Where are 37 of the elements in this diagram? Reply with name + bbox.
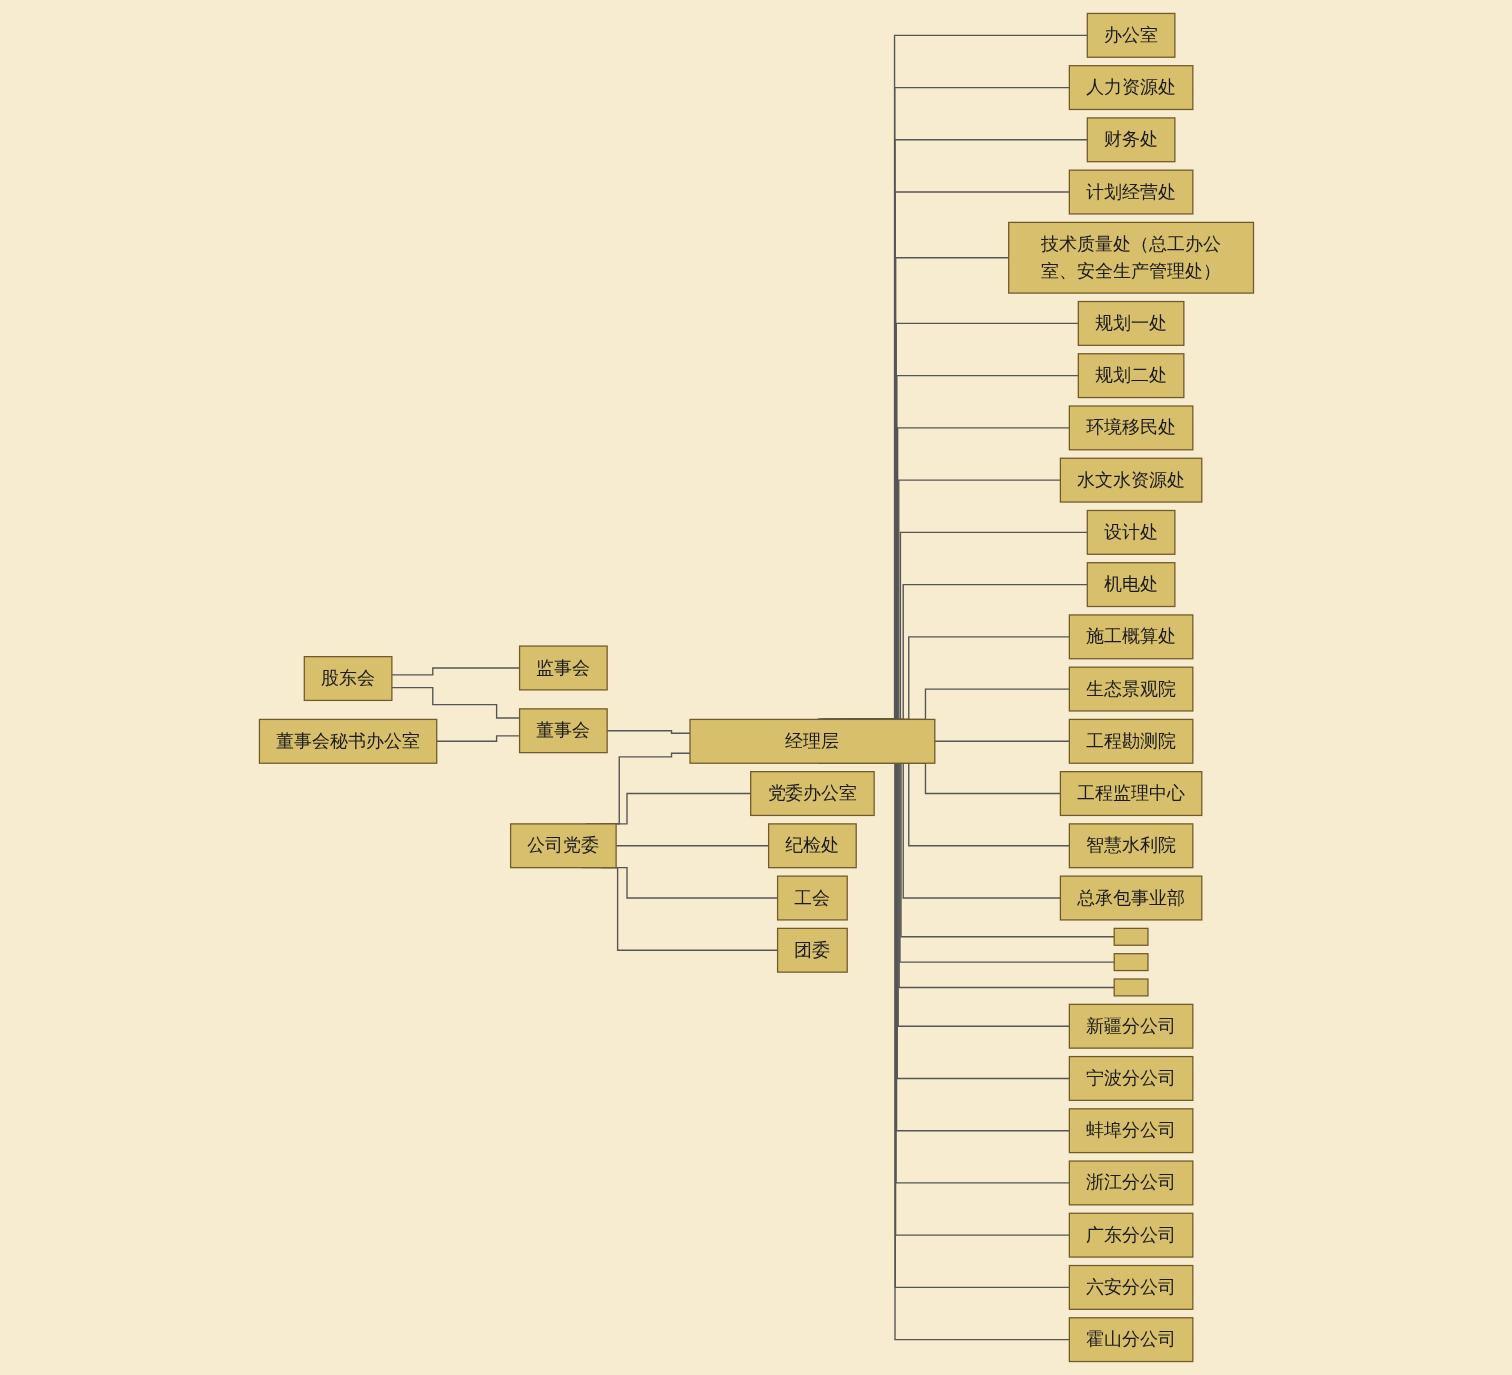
node-box: 新疆分公司 [1068, 1003, 1193, 1049]
node-box: 人力资源处 [1068, 65, 1193, 111]
node-box: 规划二处 [1077, 353, 1184, 399]
node-box: 设计处 [1086, 509, 1176, 555]
node-box: 经理层 [688, 718, 935, 764]
node-box: 环境移民处 [1068, 405, 1193, 451]
node-box: 机电处 [1086, 562, 1176, 608]
node-box: 董事会秘书办公室 [258, 718, 437, 764]
node-box: 监事会 [518, 645, 608, 691]
node-box: 计划经营处 [1068, 169, 1193, 215]
node-box: 党委办公室 [749, 771, 875, 817]
node-box [1113, 978, 1149, 997]
node-box: 规划一处 [1077, 300, 1184, 346]
node-box: 生态景观院 [1068, 666, 1193, 712]
node-box: 施工概算处 [1068, 614, 1193, 660]
node-box [1113, 953, 1149, 972]
node-box: 工程勘测院 [1068, 718, 1193, 764]
node-box: 股东会 [303, 656, 393, 702]
node-box: 财务处 [1086, 117, 1176, 163]
node-box: 董事会 [518, 708, 608, 754]
node-box: 技术质量处（总工办公室、安全生产管理处） [1007, 221, 1254, 294]
node-box: 六安分公司 [1068, 1264, 1193, 1310]
node-box [1113, 927, 1149, 946]
node-box: 水文水资源处 [1059, 457, 1202, 503]
node-box: 办公室 [1086, 12, 1176, 58]
node-box: 纪检处 [767, 823, 857, 869]
node-box: 智慧水利院 [1068, 823, 1193, 869]
node-box: 广东分公司 [1068, 1212, 1193, 1258]
node-box: 浙江分公司 [1068, 1160, 1193, 1206]
node-box: 工会 [776, 875, 848, 921]
node-box: 霍山分公司 [1068, 1317, 1193, 1363]
node-box: 宁波分公司 [1068, 1055, 1193, 1101]
node-box: 总承包事业部 [1059, 875, 1202, 921]
node-box: 团委 [776, 927, 848, 973]
node-box: 蚌埠分公司 [1068, 1108, 1193, 1154]
node-box: 公司党委 [509, 823, 617, 869]
node-box: 工程监理中心 [1059, 771, 1202, 817]
